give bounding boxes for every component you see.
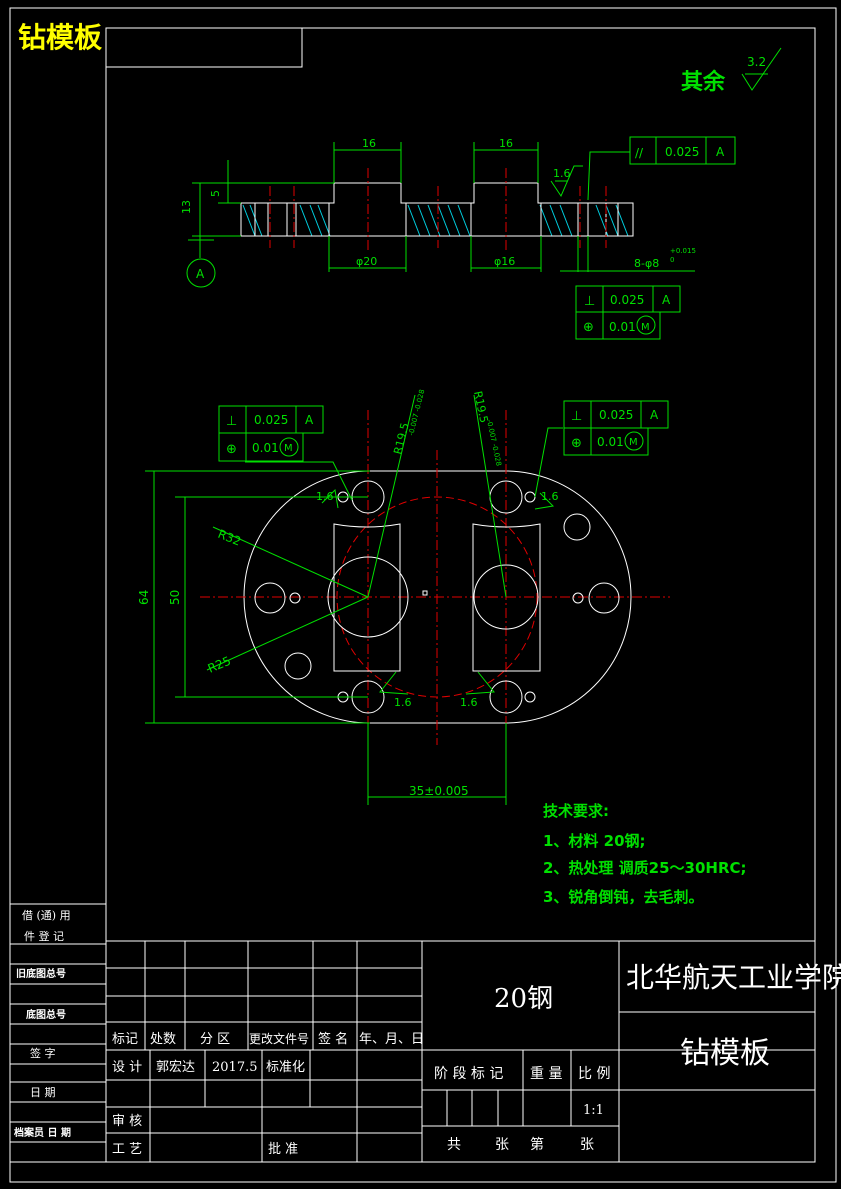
- code-box: [106, 28, 303, 68]
- dim-height-total: 13: [180, 200, 193, 214]
- dim-r-inner: R25: [206, 654, 233, 676]
- tech-requirements: 技术要求: 1、材料 20钢; 2、热处理 调质25～30HRC; 3、锐角倒钝…: [543, 802, 747, 906]
- tol-right-perp-datum: A: [650, 408, 659, 422]
- tech-item-2: 2、热处理 调质25～30HRC;: [543, 859, 747, 877]
- tol-right-pos-value: 0.01: [597, 435, 624, 449]
- lbl-stage: 阶 段 标 记: [434, 1066, 503, 1082]
- left-stamp: [9, 903, 107, 1163]
- tol-right-pos-modifier: M: [629, 437, 638, 448]
- design-date: 2017.5: [212, 1060, 258, 1075]
- tol-left-pos-symbol: ⊕: [226, 442, 237, 457]
- material: 20钢: [494, 984, 553, 1014]
- lbl-design: 设 计: [112, 1060, 142, 1075]
- tech-heading: 技术要求:: [543, 802, 609, 820]
- tol-left-perp-value: 0.025: [254, 413, 288, 427]
- plan-view: 64 50 R32 R25 R19.5 -0.007 -0.028 R19.5 …: [137, 389, 670, 805]
- finish-symbol: [741, 47, 782, 91]
- lbl-sheet-unit: 张: [495, 1137, 509, 1153]
- tol-pos-modifier: M: [641, 322, 650, 333]
- tol-parallel-value: 0.025: [665, 145, 699, 159]
- inner-border: [105, 27, 816, 1163]
- stamp-old-base: 旧底图总号: [16, 967, 66, 980]
- dim-spacing: 35±0.005: [409, 784, 469, 798]
- lbl-approve: 批 准: [268, 1142, 298, 1157]
- title-block: [106, 940, 815, 1162]
- datum-a: A: [196, 267, 205, 281]
- lbl-mark: 标记: [112, 1032, 138, 1047]
- lbl-review: 审 核: [112, 1114, 142, 1129]
- lbl-change-doc: 更改文件号: [249, 1031, 309, 1046]
- school-name: 北华航天工业学院: [626, 961, 841, 994]
- tol-perp-value: 0.025: [610, 293, 644, 307]
- finish-label: 其余: [681, 69, 726, 95]
- lbl-zone: 分 区: [200, 1032, 230, 1047]
- lbl-sheet-unit2: 张: [580, 1137, 594, 1153]
- tol-right-pos-symbol: ⊕: [571, 436, 582, 451]
- tol-right-perp-value: 0.025: [599, 408, 633, 422]
- dim-holes: 8-φ8: [634, 257, 659, 270]
- stamp-archivist: 档案员 日 期: [13, 1126, 71, 1139]
- stamp-register: 件 登 记: [24, 929, 64, 943]
- finish-value: 3.2: [747, 55, 766, 69]
- roughness-tr: 1.6: [541, 490, 559, 503]
- dim-holes-tol2: 0: [670, 256, 674, 264]
- roughness-bl: 1.6: [394, 696, 412, 709]
- lbl-scale: 比 例: [578, 1066, 610, 1082]
- stamp-date: 日 期: [30, 1086, 56, 1099]
- stamp-base: 底图总号: [26, 1008, 66, 1021]
- section-outline: [240, 182, 634, 237]
- plan-outline: [243, 470, 632, 724]
- tol-perp-symbol: ⊥: [584, 294, 595, 309]
- tol-pos-value: 0.01: [609, 320, 636, 334]
- tol-parallel-datum: A: [716, 145, 725, 159]
- tol-parallel-symbol: //: [635, 146, 644, 160]
- tol-left-pos-modifier: M: [284, 443, 293, 454]
- dim-width-left: 16: [362, 137, 376, 150]
- tol-left-perp-datum: A: [305, 413, 314, 427]
- dim-r-outer: R32: [216, 527, 243, 549]
- dim-height-outer: 64: [137, 590, 151, 605]
- lbl-sheet-no: 第: [530, 1136, 544, 1153]
- dim-height-step: 5: [209, 190, 222, 197]
- roughness-top: 1.6: [553, 167, 571, 180]
- scale-value: 1:1: [583, 1103, 604, 1118]
- tech-item-3: 3、锐角倒钝，去毛刺。: [543, 888, 703, 906]
- lbl-sheet-total: 共: [447, 1137, 461, 1153]
- dim-dia-left: φ20: [356, 255, 377, 268]
- dim-r-left-tol: -0.007 -0.028: [407, 389, 426, 437]
- tol-left-perp-symbol: ⊥: [226, 414, 237, 429]
- hatch: [242, 204, 629, 237]
- drawing-title: 钻模板: [18, 21, 102, 54]
- section-view: 16 16 13 5 φ20 φ16 8-φ8 +0.015 0 A 1.6 /…: [180, 136, 736, 340]
- designer: 郭宏达: [156, 1059, 195, 1075]
- lbl-sign: 签 名: [318, 1031, 348, 1047]
- roughness-tl: 1.6: [316, 490, 334, 503]
- lbl-process: 工 艺: [112, 1142, 142, 1157]
- tech-item-1: 1、材料 20钢;: [543, 832, 646, 850]
- tol-left-pos-value: 0.01: [252, 441, 279, 455]
- tol-pos-symbol: ⊕: [583, 320, 594, 335]
- roughness-br: 1.6: [460, 696, 478, 709]
- dim-width-right: 16: [499, 137, 513, 150]
- dim-holes-tol: +0.015: [670, 247, 696, 255]
- part-name: 钻模板: [680, 1036, 770, 1071]
- dim-height-inner: 50: [168, 590, 182, 605]
- stamp-sign: 签 字: [30, 1046, 56, 1060]
- lbl-standardize: 标准化: [266, 1060, 305, 1075]
- stamp-borrow: 借 (通) 用: [22, 909, 71, 922]
- dim-dia-right: φ16: [494, 255, 515, 268]
- lbl-weight: 重 量: [530, 1066, 562, 1082]
- tol-right-perp-symbol: ⊥: [571, 409, 582, 424]
- tol-perp-datum: A: [662, 293, 671, 307]
- dim-r-right-tol: -0.007 -0.028: [485, 419, 503, 467]
- outer-border: [9, 7, 837, 1183]
- lbl-date: 年、月、日: [359, 1032, 424, 1047]
- lbl-count: 处数: [150, 1032, 176, 1047]
